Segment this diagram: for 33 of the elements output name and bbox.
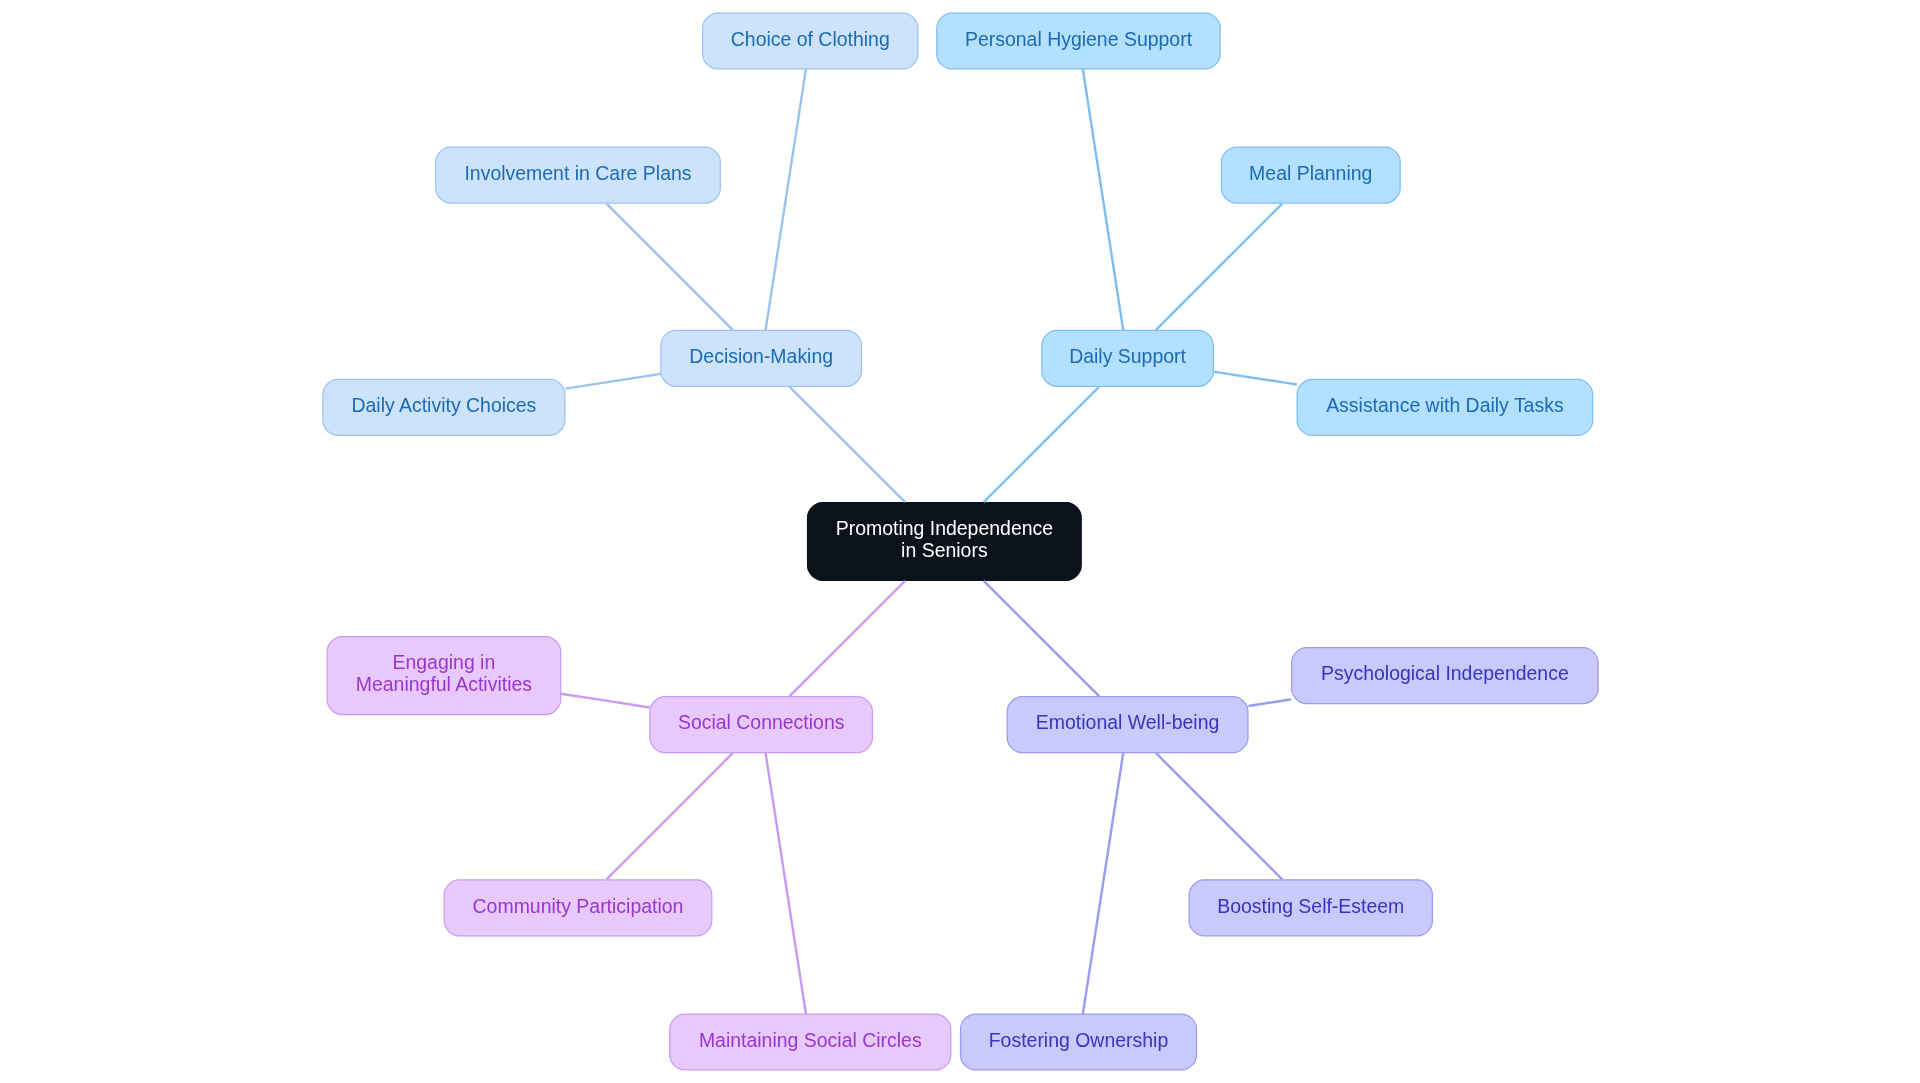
node-box: Daily Activity Choices: [321, 378, 565, 436]
connector: [560, 692, 650, 709]
node-box: Boosting Self-Esteem: [1188, 879, 1433, 937]
node-box: Assistance with Daily Tasks: [1296, 378, 1593, 436]
connector: [1154, 752, 1283, 881]
node-box: Engaging in Meaningful Activities: [326, 636, 561, 716]
node-box: Decision-Making: [659, 329, 862, 387]
node-box: Fostering Ownership: [959, 1013, 1197, 1071]
node-box: Personal Hygiene Support: [935, 12, 1221, 70]
connector: [788, 385, 906, 504]
connector: [1081, 752, 1124, 1015]
connector: [605, 752, 734, 881]
node-box: Promoting Independence in Seniors: [806, 501, 1082, 582]
connector: [763, 752, 807, 1015]
connector: [564, 372, 661, 390]
connector: [605, 202, 734, 331]
connector: [1247, 698, 1291, 708]
node-box: Emotional Well-being: [1006, 696, 1249, 754]
node-box: Daily Support: [1040, 329, 1214, 387]
connector: [763, 68, 807, 331]
connector: [788, 579, 906, 698]
node-box: Community Participation: [443, 879, 712, 937]
connector: [1154, 202, 1283, 331]
node-box: Meal Planning: [1220, 146, 1401, 204]
node-box: Social Connections: [648, 696, 873, 754]
connector: [1081, 68, 1124, 331]
connector: [1212, 370, 1297, 386]
node-box: Psychological Independence: [1290, 647, 1599, 705]
connector: [982, 385, 1100, 504]
node-box: Choice of Clothing: [701, 12, 919, 70]
node-box: Involvement in Care Plans: [434, 146, 721, 204]
node-box: Maintaining Social Circles: [668, 1013, 951, 1071]
connector: [982, 579, 1100, 698]
